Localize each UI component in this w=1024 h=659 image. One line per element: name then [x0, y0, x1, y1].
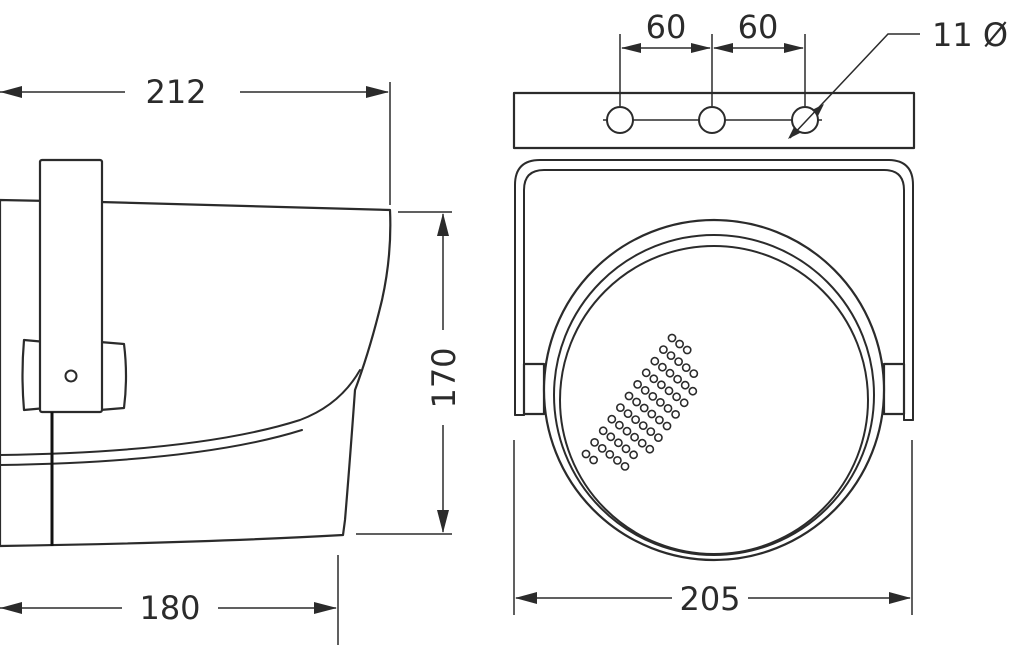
grille-hole	[681, 363, 691, 372]
grille-hole	[682, 345, 692, 355]
grille-hole	[638, 421, 648, 430]
grille-hole	[640, 385, 650, 395]
grille-hole	[637, 438, 647, 448]
front-view-speaker-face	[559, 245, 869, 555]
grille-hole	[624, 391, 634, 401]
grille-hole	[665, 368, 675, 378]
grille-hole	[581, 449, 591, 459]
side-view-bracket-arm	[38, 158, 104, 414]
grille-hole	[622, 426, 632, 436]
dim-side-height: 170	[425, 347, 463, 408]
side-view	[0, 158, 392, 548]
dim-side-width: 212	[145, 73, 206, 111]
grille-hole	[621, 444, 631, 454]
grille-hole	[641, 368, 651, 378]
grille-hole	[623, 409, 633, 418]
side-view-pivot-screw	[64, 369, 78, 383]
grille-hole	[633, 379, 642, 389]
grille-hole	[590, 437, 599, 447]
grille-hole	[616, 403, 625, 412]
side-view-seam-inner	[0, 429, 303, 466]
side-view-clamp-right	[98, 340, 128, 412]
front-view-u-bracket	[514, 159, 914, 421]
grille-hole	[605, 449, 615, 459]
grille-hole	[607, 414, 617, 424]
grille-hole	[658, 362, 667, 372]
grille-hole	[645, 444, 655, 454]
grille-hole	[647, 409, 657, 419]
grille-hole	[667, 333, 677, 343]
mounting-hole-3	[791, 106, 819, 134]
front-view-speaker-outer	[542, 218, 886, 562]
grille-hole	[680, 380, 690, 390]
dim-hole-diameter: 11 Ø	[932, 16, 1008, 54]
grille-hole	[649, 374, 659, 384]
mounting-hole-1	[606, 106, 634, 134]
grille-hole	[630, 432, 639, 442]
grille-hole	[673, 374, 682, 384]
grille-hole	[648, 391, 658, 401]
dim-hole-spacing-2: 60	[738, 8, 779, 46]
grille-hole	[598, 426, 608, 436]
grille-hole	[614, 438, 623, 448]
front-view-pivot-left	[522, 362, 546, 416]
grille-hole	[662, 421, 672, 431]
dim-side-depth: 180	[139, 589, 200, 627]
front-view-u-bracket-inner	[523, 169, 905, 421]
grille-hole	[620, 461, 630, 471]
grille-hole	[654, 433, 663, 442]
grille-hole	[657, 380, 666, 390]
grille-hole	[650, 356, 660, 366]
grille-hole	[629, 450, 638, 460]
mounting-hole-2	[698, 106, 726, 134]
grille-hole	[659, 345, 668, 354]
grille-hole	[666, 351, 676, 360]
dim-front-width: 205	[679, 580, 740, 618]
grille-hole	[664, 386, 674, 396]
grille-hole	[671, 409, 680, 419]
dim-hole-spacing-1: 60	[646, 8, 687, 46]
grille-hole	[679, 398, 689, 408]
grille-hole	[675, 339, 684, 349]
grille-hole	[663, 403, 673, 413]
grille-hole	[674, 357, 683, 366]
front-view	[512, 91, 916, 562]
grille-hole	[631, 415, 640, 424]
grille-hole	[655, 415, 664, 425]
grille-hole	[632, 397, 641, 407]
grille-hole	[688, 386, 698, 396]
grille-hole	[589, 455, 598, 465]
grille-hole	[656, 397, 665, 407]
side-view-dimensions: 212 170 180	[0, 73, 463, 645]
side-view-seam	[0, 369, 361, 456]
grille-hole	[615, 420, 624, 430]
grille-hole	[646, 427, 656, 436]
front-view-grille	[581, 333, 699, 471]
grille-hole	[606, 432, 616, 442]
grille-hole	[613, 455, 622, 465]
grille-hole	[597, 443, 607, 453]
front-view-dimensions: 60 60 11 Ø 205	[513, 8, 1008, 618]
grille-hole	[672, 392, 681, 402]
front-view-pivot-right	[882, 362, 906, 416]
grille-hole	[689, 369, 699, 378]
grille-hole	[639, 403, 649, 413]
